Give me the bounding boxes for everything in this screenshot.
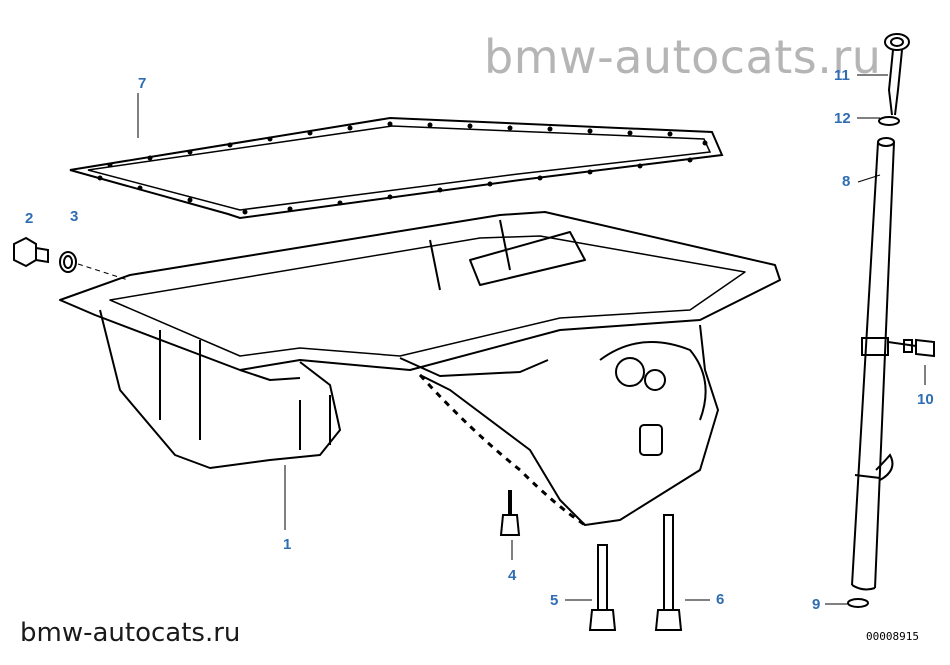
callout-2: 2: [25, 210, 34, 227]
drawing-number: 00008915: [866, 630, 919, 643]
callout-10: 10: [917, 391, 934, 408]
drain-plug-washer: [59, 251, 77, 273]
callout-11: 11: [834, 67, 850, 84]
callout-7: 7: [138, 75, 147, 92]
callout-4: 4: [508, 567, 517, 584]
dipstick-tube: [851, 137, 895, 591]
watermark-bottom: bmw-autocats.ru: [20, 618, 241, 648]
callout-3: 3: [70, 208, 79, 225]
callout-5: 5: [550, 592, 559, 609]
callout-8: 8: [842, 173, 851, 190]
callout-12: 12: [834, 110, 851, 127]
callout-1: 1: [283, 536, 292, 553]
o-ring-12: [878, 116, 900, 126]
bolt-10: [887, 338, 935, 358]
bolt-6: [654, 514, 683, 631]
o-ring-9: [847, 598, 869, 608]
leader-lines: [137, 74, 926, 605]
bolt-5: [588, 544, 617, 631]
callout-6: 6: [716, 591, 725, 608]
bolt-4: [499, 490, 521, 536]
dipstick: [884, 33, 910, 116]
oil-pan: [59, 211, 781, 527]
oil-pan-gasket: [69, 116, 724, 220]
watermark-top: bmw-autocats.ru: [484, 30, 882, 84]
callout-9: 9: [812, 596, 821, 613]
drain-plug: [13, 236, 49, 268]
